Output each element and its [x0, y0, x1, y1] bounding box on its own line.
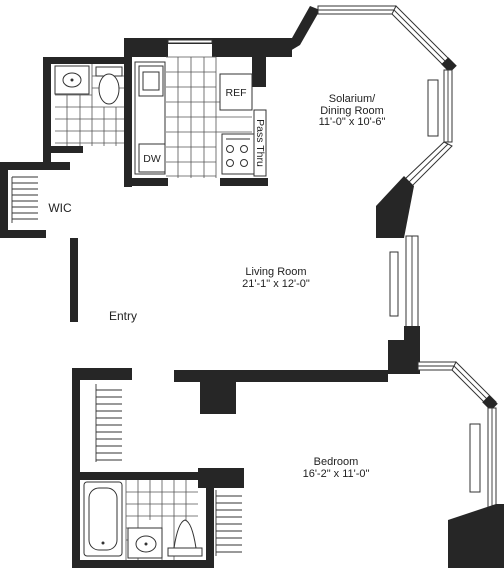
- bathroom-sink-icon: [54, 65, 90, 95]
- lower-bathroom: [83, 480, 203, 560]
- living-room-name: Living Room: [245, 266, 306, 278]
- stove-icon: [221, 133, 255, 175]
- entry-label: Entry: [109, 309, 137, 323]
- lower-closet-shelving: [215, 490, 242, 556]
- wic-shelving: [11, 176, 38, 223]
- bedroom-closet-shelving: [95, 384, 122, 462]
- pass-thru-counter: Pass Thru: [253, 109, 267, 177]
- solarium-name-line2: Dining Room: [320, 105, 384, 117]
- living-room-dimensions: 21'-1" x 12'-0": [242, 278, 310, 290]
- solarium-walls: [272, 5, 457, 374]
- refrigerator: REF: [219, 73, 253, 111]
- toilet-icon: [95, 66, 123, 105]
- kitchen: DW REF Pass Thru: [124, 38, 292, 186]
- kitchen-floor-tiles: [166, 56, 252, 178]
- bathtub-icon: [83, 481, 123, 557]
- solarium-name-line1: Solarium/: [329, 93, 376, 105]
- bedroom-name: Bedroom: [314, 456, 359, 468]
- bedroom-dimensions: 16'-2" x 11'-0": [303, 468, 370, 480]
- dishwasher: DW: [138, 143, 166, 173]
- bedroom-walls: [72, 361, 504, 568]
- dishwasher-label: DW: [143, 153, 161, 165]
- toilet-lower-icon: [167, 519, 203, 557]
- walk-in-closet: WIC: [0, 146, 78, 322]
- upper-bathroom: [43, 57, 132, 187]
- wic-label: WIC: [48, 201, 72, 215]
- refrigerator-label: REF: [226, 87, 247, 99]
- pass-thru-label: Pass Thru: [254, 119, 266, 167]
- bathroom-sink-lower-icon: [127, 527, 163, 559]
- kitchen-sink-icon: [138, 65, 164, 97]
- solarium-dimensions: 11'-0" x 10'-6": [319, 116, 386, 128]
